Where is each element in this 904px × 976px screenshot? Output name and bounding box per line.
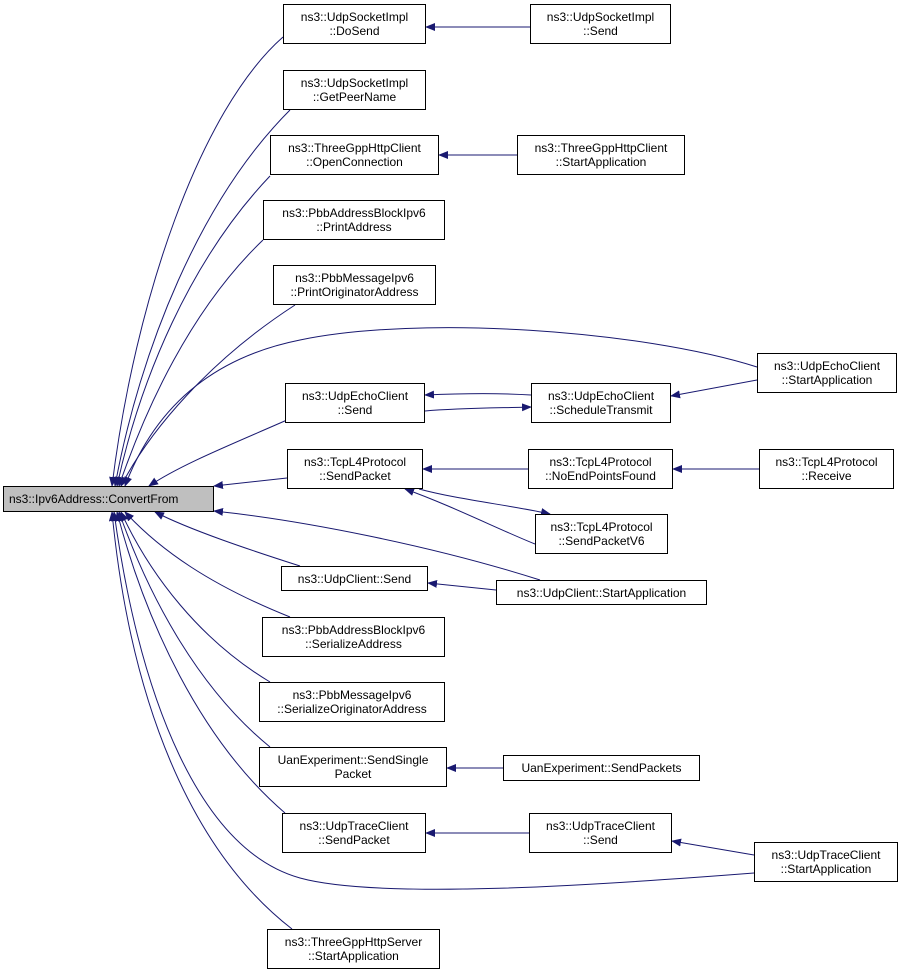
node-udptraceclient-startapplication[interactable]: ns3::UdpTraceClient::StartApplication — [754, 842, 898, 882]
node-label-line1: UanExperiment::SendSingle — [277, 753, 429, 767]
node-label-line1: ns3::ThreeGppHttpServer — [284, 935, 423, 949]
node-threegpphttpclient-openconnection[interactable]: ns3::ThreeGppHttpClient::OpenConnection — [270, 135, 439, 175]
node-label-line2: ::StartApplication — [780, 862, 872, 876]
node-label-line2: ::DoSend — [329, 24, 380, 38]
node-udpsocketimpl-dosend[interactable]: ns3::UdpSocketImpl::DoSend — [283, 4, 426, 44]
node-label-line1: ns3::UdpClient::Send — [297, 571, 412, 586]
node-label-line1: ns3::UdpTraceClient — [771, 848, 881, 862]
edge-udpclient-startapp-to-root — [213, 507, 541, 581]
edge-uan-sendsingle-to-root — [118, 511, 271, 748]
node-label-line2: ::Send — [583, 24, 618, 38]
edge-tcp-sendpacketv6-to-tcp-sendpacket — [404, 488, 536, 545]
node-pbbmessageipv6-printoriginatoraddress[interactable]: ns3::PbbMessageIpv6::PrintOriginatorAddr… — [273, 265, 436, 305]
node-udpclient-send[interactable]: ns3::UdpClient::Send — [281, 566, 428, 591]
node-label-line1: ns3::ThreeGppHttpClient — [288, 141, 421, 155]
node-label-line2: ::PrintAddress — [316, 220, 392, 234]
node-label-line1: ns3::PbbAddressBlockIpv6 — [282, 206, 426, 220]
edge-trace-startapp-to-trace-send — [671, 838, 755, 856]
edge-pbbab-print-to-root — [118, 239, 264, 487]
node-tcpl4protocol-receive[interactable]: ns3::TcpL4Protocol::Receive — [759, 449, 894, 489]
edge-udpsock-dosend-to-root — [109, 36, 284, 487]
node-label-line2: ::StartApplication — [555, 155, 647, 169]
node-label-line1: UanExperiment::SendPackets — [521, 761, 682, 775]
node-label-line1: ns3::PbbAddressBlockIpv6 — [281, 623, 426, 637]
edge-echo-send-to-echo-sched — [424, 403, 532, 412]
node-tcpl4protocol-sendpacketv6[interactable]: ns3::TcpL4Protocol::SendPacketV6 — [535, 514, 668, 554]
node-label-line1: ns3::UdpSocketImpl — [300, 10, 409, 24]
node-udpclient-startapplication[interactable]: ns3::UdpClient::StartApplication — [496, 580, 707, 605]
edge-echo-send-to-root — [148, 419, 288, 487]
node-label-line1: ns3::UdpSocketImpl — [546, 10, 655, 24]
node-pbbaddressblockipv6-serializeaddress[interactable]: ns3::PbbAddressBlockIpv6::SerializeAddre… — [262, 617, 445, 657]
node-label-line1: ns3::UdpEchoClient — [773, 359, 881, 373]
node-label-line2: ::SerializeAddress — [305, 637, 402, 651]
node-label-line1: ns3::TcpL4Protocol — [775, 455, 878, 469]
node-label-line2: ::Send — [337, 403, 373, 417]
node-label-line1: ns3::TcpL4Protocol — [549, 455, 652, 469]
node-pbbaddressblockipv6-printaddress[interactable]: ns3::PbbAddressBlockIpv6::PrintAddress — [263, 200, 445, 240]
edge-tghttp-openconn-to-root — [115, 175, 271, 487]
node-udpsocketimpl-send[interactable]: ns3::UdpSocketImpl::Send — [530, 4, 671, 44]
edge-echo-sched-to-echo-send — [424, 390, 532, 399]
node-udpsocketimpl-getpeername[interactable]: ns3::UdpSocketImpl::GetPeerName — [283, 70, 426, 110]
node-label-line1: ns3::UdpEchoClient — [547, 389, 655, 403]
node-label-line2: ::NoEndPointsFound — [545, 469, 656, 483]
edge-tcp-sendpacket-to-tcp-sendpacketv6 — [418, 488, 551, 516]
edge-pbbmsg-print-to-root — [120, 304, 296, 487]
node-threegpphttpclient-startapplication[interactable]: ns3::ThreeGppHttpClient::StartApplicatio… — [517, 135, 685, 175]
edge-pbbab-serialize-to-root — [124, 511, 291, 618]
node-label-line2: ::SendPacket — [319, 469, 391, 483]
edge-trace-startapp-to-root — [111, 511, 755, 890]
node-udpechoclient-startapplication[interactable]: ns3::UdpEchoClient::StartApplication — [757, 353, 897, 393]
edge-udpclient-startapp-to-udpclient-send — [427, 579, 497, 591]
node-label-line2: ::GetPeerName — [312, 90, 397, 104]
node-label-line2: Packet — [334, 767, 372, 781]
edge-trace-sendpacket-to-root — [115, 511, 286, 814]
node-label-line2: ::SerializeOriginatorAddress — [277, 702, 427, 716]
node-label-line2: ::SendPacket — [318, 833, 390, 847]
edge-echo-startapp-to-root — [124, 327, 758, 487]
node-label-line1: ns3::PbbMessageIpv6 — [295, 271, 414, 285]
node-label-line1: ns3::Ipv6Address::ConvertFrom — [9, 492, 179, 506]
node-label-line2: ::OpenConnection — [306, 155, 403, 169]
edge-udpclient-send-to-root — [154, 511, 301, 567]
edge-tcp-sendpacket-to-root — [213, 477, 288, 489]
node-udptraceclient-send[interactable]: ns3::UdpTraceClient::Send — [529, 813, 672, 853]
node-label-line1: ns3::ThreeGppHttpClient — [534, 141, 668, 155]
node-label-line1: ns3::TcpL4Protocol — [303, 455, 407, 469]
node-label-line1: ns3::UdpSocketImpl — [300, 76, 409, 90]
edge-echo-startapp-to-echo-sched — [670, 379, 758, 399]
node-tcpl4protocol-noendpointsfound[interactable]: ns3::TcpL4Protocol::NoEndPointsFound — [528, 449, 673, 489]
node-label-line2: ::SendPacketV6 — [558, 534, 645, 548]
edge-pbbmsg-serialize-to-root — [120, 511, 271, 683]
edge-udpsock-getpeer-to-root — [112, 109, 291, 487]
node-label-line2: ::Send — [583, 833, 618, 847]
node-label-line1: ns3::UdpClient::StartApplication — [516, 585, 687, 600]
node-label-line1: ns3::PbbMessageIpv6 — [292, 688, 412, 702]
node-label-line2: ::StartApplication — [781, 373, 873, 387]
node-label-line1: ns3::UdpEchoClient — [301, 389, 409, 403]
node-udpechoclient-send[interactable]: ns3::UdpEchoClient::Send — [285, 383, 425, 423]
node-threegpphttpserver-startapplication[interactable]: ns3::ThreeGppHttpServer::StartApplicatio… — [267, 929, 440, 969]
node-label-line2: ::ScheduleTransmit — [549, 403, 653, 417]
node-root[interactable]: ns3::Ipv6Address::ConvertFrom — [3, 486, 214, 512]
node-label-line1: ns3::UdpTraceClient — [299, 819, 409, 833]
node-label-line2: ::PrintOriginatorAddress — [290, 285, 419, 299]
node-label-line2: ::StartApplication — [308, 949, 399, 963]
node-label-line1: ns3::TcpL4Protocol — [550, 520, 653, 534]
node-tcpl4protocol-sendpacket[interactable]: ns3::TcpL4Protocol::SendPacket — [287, 449, 423, 489]
node-udptraceclient-sendpacket[interactable]: ns3::UdpTraceClient::SendPacket — [282, 813, 426, 853]
node-uanexperiment-sendpackets[interactable]: UanExperiment::SendPackets — [503, 755, 700, 781]
node-pbbmessageipv6-serializeoriginatoraddress[interactable]: ns3::PbbMessageIpv6::SerializeOriginator… — [259, 682, 445, 722]
node-label-line2: ::Receive — [801, 469, 852, 483]
node-label-line1: ns3::UdpTraceClient — [546, 819, 655, 833]
edge-tghttpserver-startapp-to-root — [108, 511, 293, 930]
node-udpechoclient-scheduletransmit[interactable]: ns3::UdpEchoClient::ScheduleTransmit — [531, 383, 671, 423]
